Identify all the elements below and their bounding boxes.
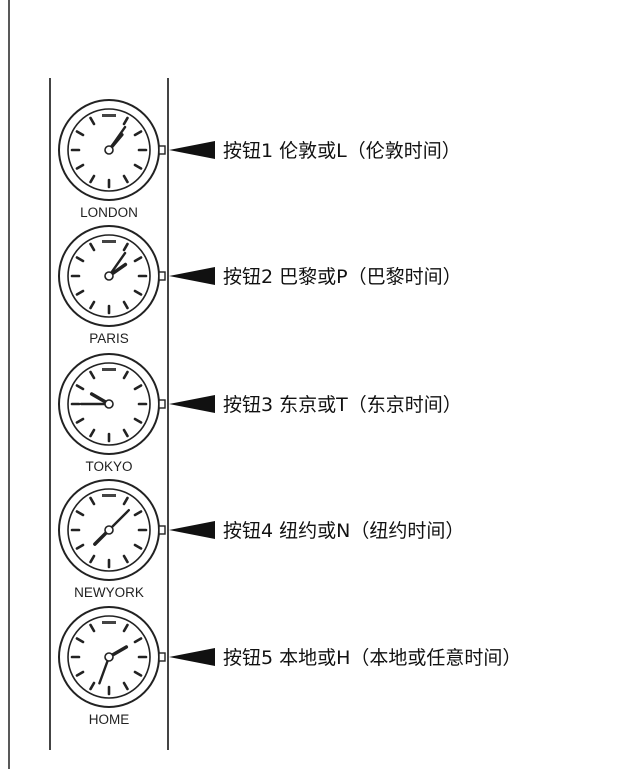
clock-side-button[interactable] [158, 145, 166, 155]
pointer-arrow-icon [169, 141, 215, 159]
clock-city-label: HOME [89, 712, 130, 727]
clock-logo-mark [102, 240, 116, 243]
clock-city-label: TOKYO [85, 459, 132, 474]
clock-hour-marks [70, 623, 148, 696]
clock-pivot [104, 399, 114, 409]
clock-hour-marks [70, 370, 148, 443]
clock-side-button[interactable] [158, 271, 166, 281]
clock-pivot [104, 145, 114, 155]
pointer-arrow-icon [169, 648, 215, 666]
clock-pivot [104, 652, 114, 662]
clock-hour-marks [70, 242, 148, 315]
clock-item-newyork: NEWYORK 按钮4 纽约或N（纽约时间） [58, 479, 464, 600]
pointer-arrow-icon [169, 267, 215, 285]
pointer-arrow-icon [169, 521, 215, 539]
pointer-arrow-icon [169, 395, 215, 413]
button-description-label: 按钮3 东京或T（东京时间） [223, 394, 462, 416]
clock-side-button[interactable] [158, 399, 166, 409]
clock-city-label: NEWYORK [74, 585, 144, 600]
clock-item-home: HOME 按钮5 本地或H（本地或任意时间） [58, 606, 521, 727]
clock-logo-mark [102, 494, 116, 497]
button-description-label: 按钮5 本地或H（本地或任意时间） [223, 647, 521, 669]
button-description-label: 按钮2 巴黎或P（巴黎时间） [223, 266, 462, 288]
clock-logo-mark [102, 621, 116, 624]
clock-city-label: PARIS [89, 331, 129, 346]
clock-item-tokyo: TOKYO 按钮3 东京或T（东京时间） [58, 353, 462, 474]
clock-hour-marks [70, 496, 148, 569]
clock-pivot [104, 271, 114, 281]
clock-hour-marks [70, 116, 148, 189]
button-description-label: 按钮1 伦敦或L（伦敦时间） [223, 140, 461, 162]
clock-logo-mark [102, 114, 116, 117]
clock-item-paris: PARIS 按钮2 巴黎或P（巴黎时间） [58, 225, 462, 346]
clock-list: LONDON 按钮1 伦敦或L（伦敦时间） PARIS 按钮2 巴黎或P（巴黎时间） T… [58, 99, 521, 727]
clock-logo-mark [102, 368, 116, 371]
clock-city-label: LONDON [80, 205, 138, 220]
clock-item-london: LONDON 按钮1 伦敦或L（伦敦时间） [58, 99, 461, 220]
clock-side-button[interactable] [158, 525, 166, 535]
clock-side-button[interactable] [158, 652, 166, 662]
clock-pivot [104, 525, 114, 535]
button-description-label: 按钮4 纽约或N（纽约时间） [223, 520, 464, 542]
